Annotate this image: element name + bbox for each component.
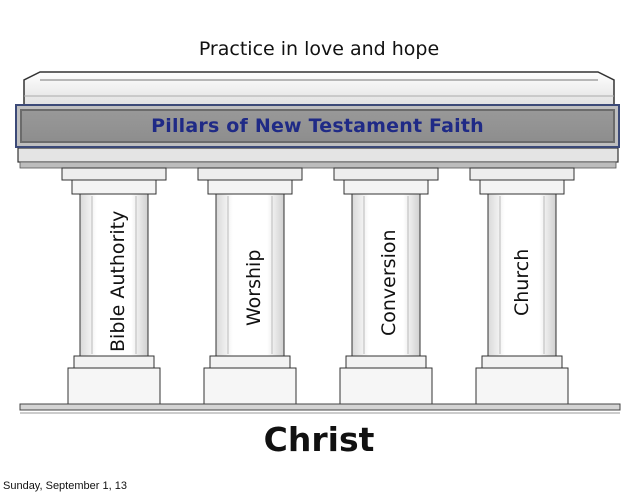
footer-date: Sunday, September 1, 13 — [3, 480, 127, 492]
pillar-label-worship: Worship — [243, 250, 265, 326]
pillar-label-conversion: Conversion — [378, 229, 400, 336]
pillar-label-bible-authority: Bible Authority — [107, 211, 129, 352]
banner: Pillars of New Testament Faith — [15, 104, 620, 148]
foundation-label: Christ — [0, 420, 638, 459]
banner-title: Pillars of New Testament Faith — [17, 115, 618, 137]
top-caption: Practice in love and hope — [0, 38, 638, 60]
temple-base — [20, 404, 620, 413]
pillar-label-church: Church — [511, 249, 533, 316]
